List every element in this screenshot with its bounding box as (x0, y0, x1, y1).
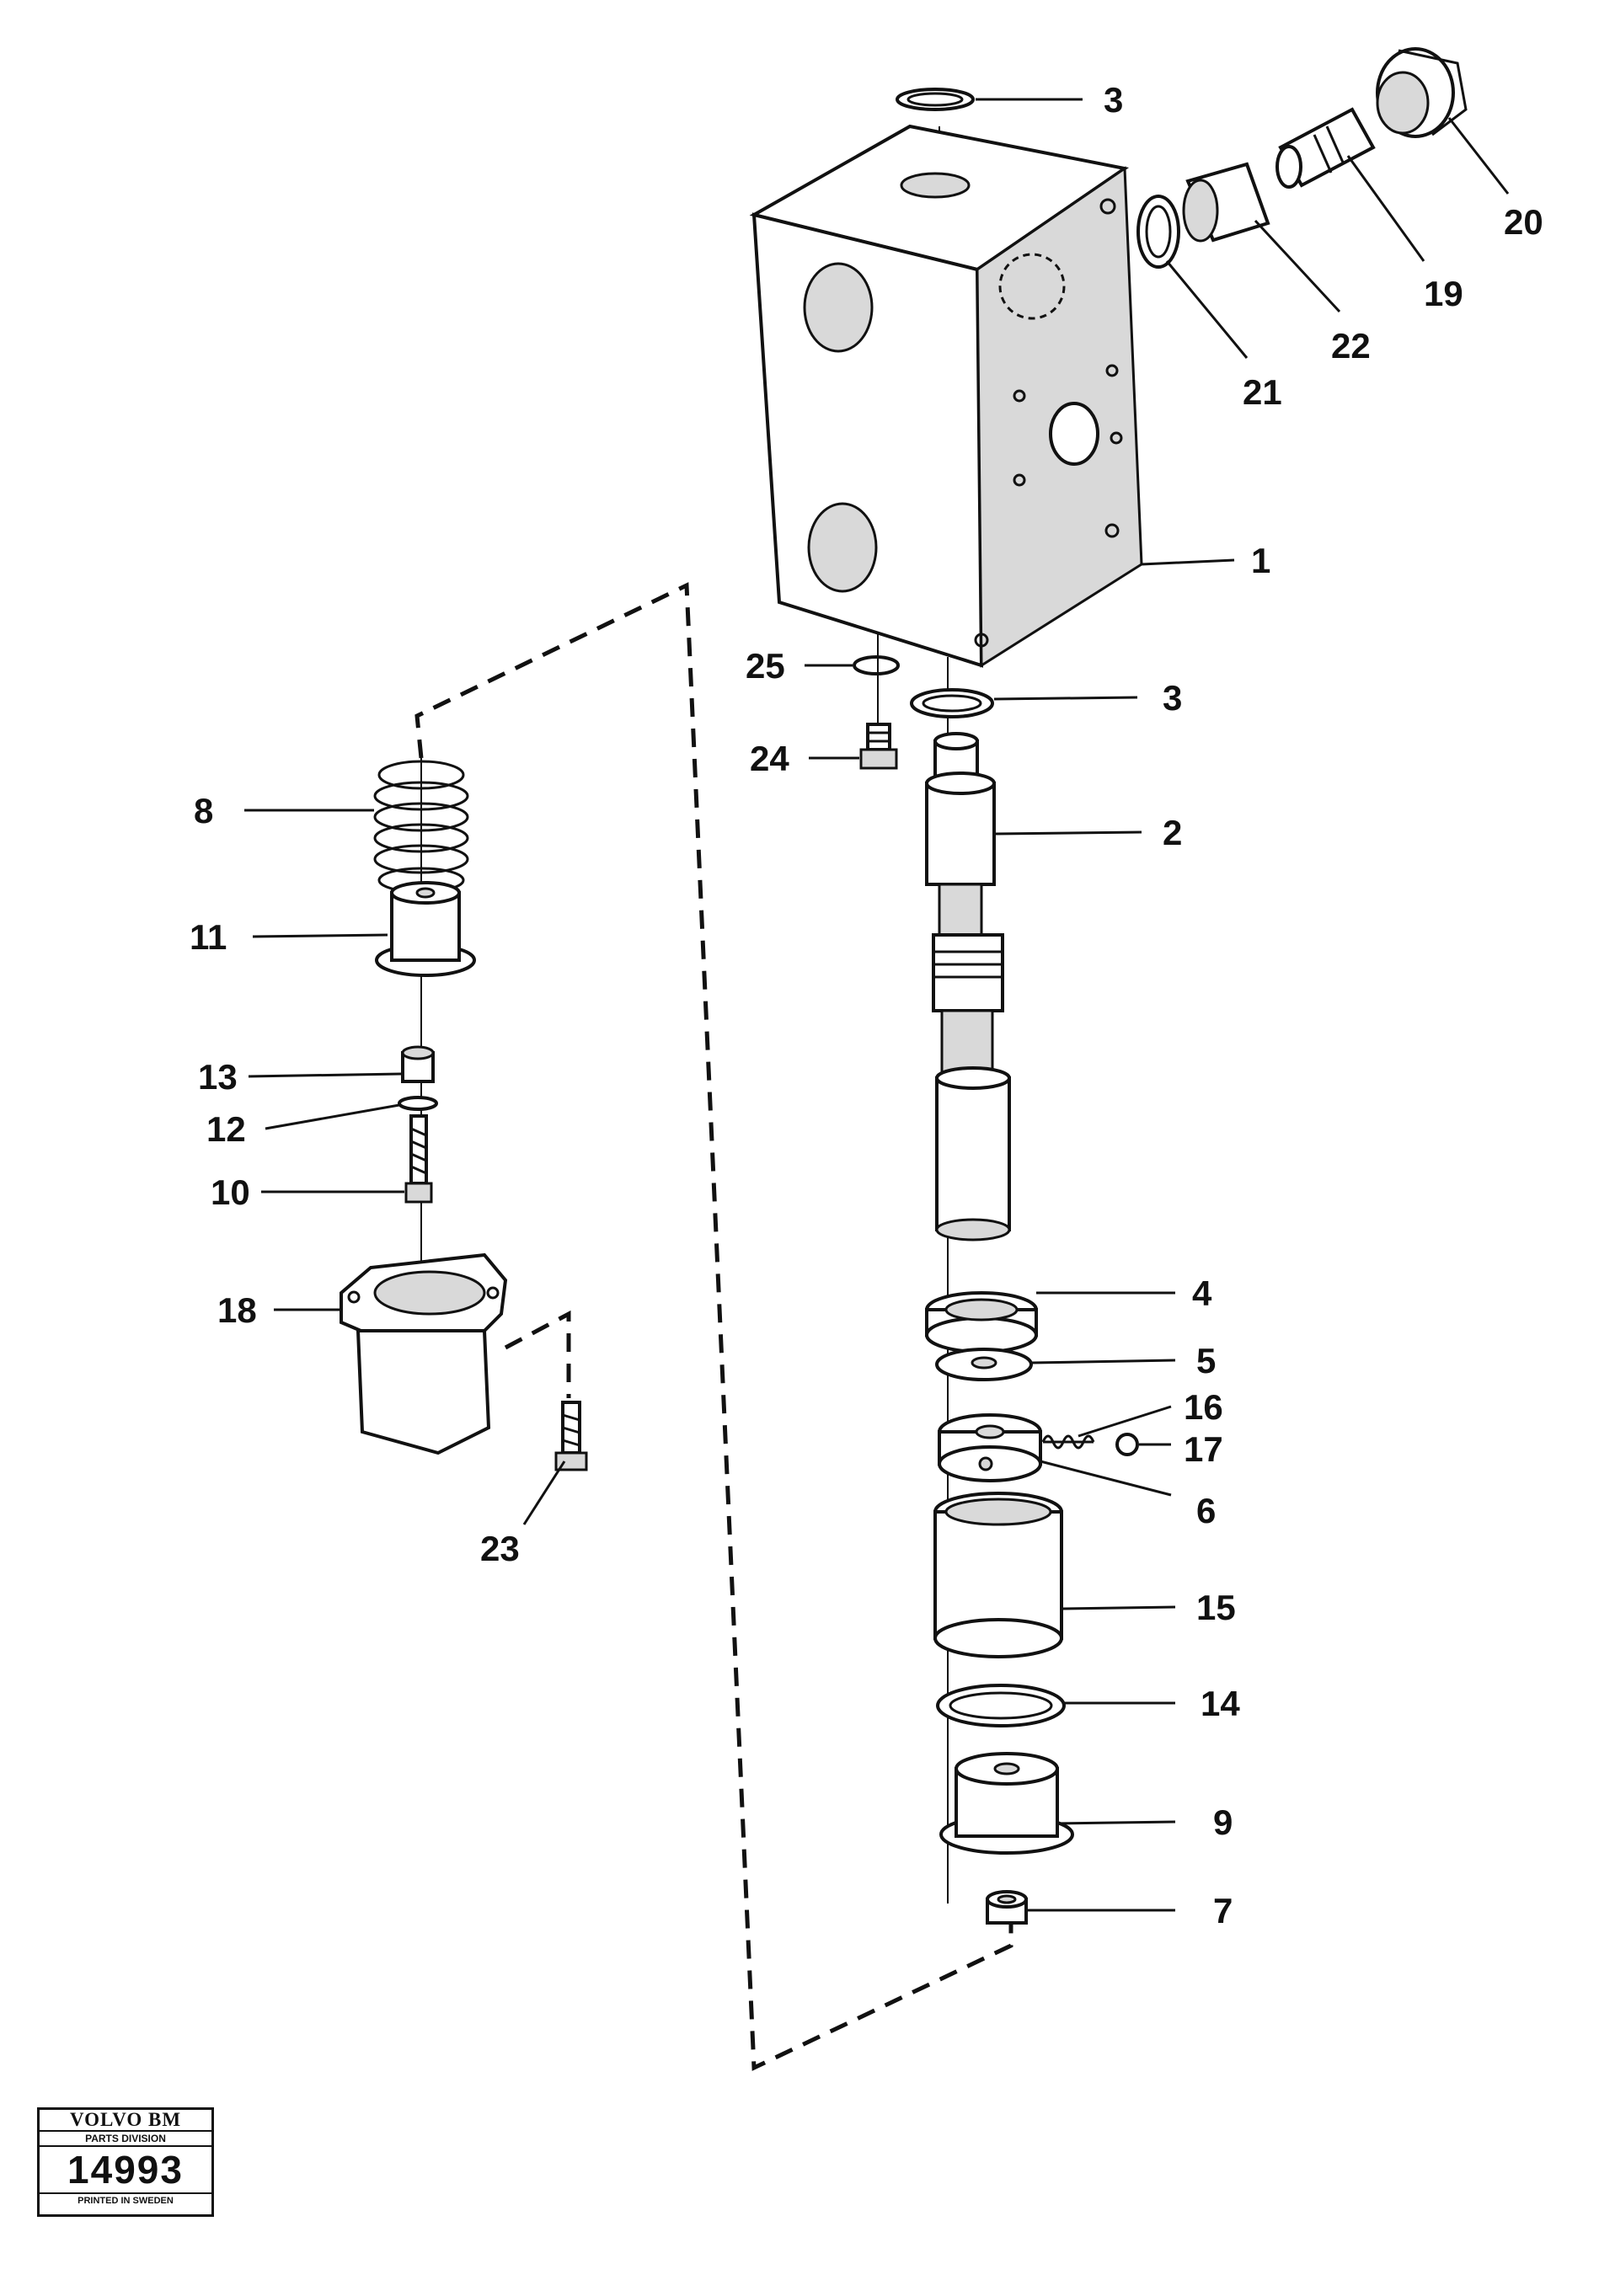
part-21-oring-inner (1145, 205, 1172, 259)
parts-division-stamp: VOLVO BM PARTS DIVISION 14993 PRINTED IN… (37, 2107, 214, 2217)
part-22-sleeve (1182, 162, 1270, 243)
callout-4: 4 (1192, 1273, 1212, 1313)
callout-7: 7 (1213, 1891, 1233, 1930)
dash-18-23 (504, 1310, 571, 1398)
part-17-ball (1115, 1433, 1139, 1456)
callout-10: 10 (211, 1172, 250, 1212)
part-10-screw (404, 1114, 433, 1204)
callout-24: 24 (750, 739, 789, 778)
part-5-washer-hole (971, 1356, 997, 1370)
part-3-bottom-oring-inner (922, 694, 982, 713)
callout-15: 15 (1196, 1588, 1236, 1627)
callout-23: 23 (480, 1529, 520, 1568)
callout-19: 19 (1424, 274, 1463, 313)
callout-1: 1 (1251, 541, 1270, 580)
callout-2: 2 (1163, 813, 1182, 852)
part-4-seat-ring (925, 1291, 1038, 1354)
callout-18: 18 (217, 1290, 257, 1330)
dash-assembly-path (414, 582, 1013, 2071)
callout-9: 9 (1213, 1802, 1233, 1842)
callout-6: 6 (1196, 1491, 1216, 1530)
part-20-cap-nut (1376, 47, 1468, 138)
callout-25: 25 (746, 646, 785, 686)
part-25-seal (853, 655, 900, 675)
part-15-sleeve (933, 1492, 1063, 1658)
leader-lines (244, 98, 1510, 1912)
callout-22: 22 (1331, 326, 1371, 366)
callout-20: 20 (1504, 202, 1543, 242)
part-1-valve-housing (749, 124, 1143, 668)
part-12-washer (398, 1096, 438, 1111)
part-16-spring (1041, 1434, 1095, 1450)
callout-17: 17 (1184, 1429, 1223, 1469)
part-14-oring (936, 1684, 1066, 1727)
callout-13: 13 (198, 1057, 238, 1097)
part-6-detent-collar (938, 1413, 1042, 1482)
part-7-nut (986, 1890, 1028, 1925)
part-3-bottom-oring (910, 688, 994, 718)
part-11-spring-seat (375, 881, 476, 977)
callout-12: 12 (206, 1109, 246, 1149)
part-24-plug-screw (859, 723, 898, 770)
stamp-number: 14993 (40, 2147, 211, 2194)
part-13-sleeve (401, 1045, 435, 1083)
callout-11: 11 (190, 917, 227, 957)
callout-8: 8 (194, 791, 213, 830)
stamp-division: PARTS DIVISION (40, 2132, 211, 2147)
part-19-orifice-plug (1275, 107, 1376, 189)
part-21-oring (1136, 195, 1180, 269)
part-3-top-oring-inner (906, 92, 964, 107)
callout-3-bottom: 3 (1163, 678, 1182, 718)
part-14-oring-inner (949, 1691, 1053, 1720)
part-2-spool (925, 732, 1011, 1241)
part-9-end-cap (939, 1752, 1074, 1855)
part-18-cover-housing (340, 1252, 508, 1455)
callout-16: 16 (1184, 1387, 1223, 1427)
callout-14: 14 (1201, 1684, 1240, 1723)
callout-3-top: 3 (1104, 80, 1123, 120)
part-23-bolt (554, 1401, 588, 1471)
callout-21: 21 (1243, 372, 1282, 412)
callout-5: 5 (1196, 1341, 1216, 1380)
stamp-brand: VOLVO BM (40, 2110, 211, 2132)
stamp-printed: PRINTED IN SWEDEN (78, 2196, 174, 2206)
